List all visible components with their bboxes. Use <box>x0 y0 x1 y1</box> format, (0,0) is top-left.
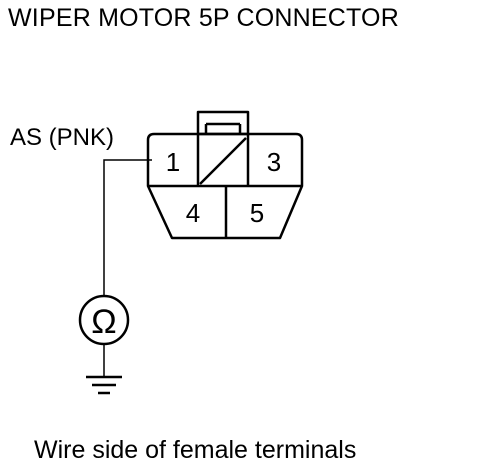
probe-wire <box>103 159 152 296</box>
ground-icon <box>86 375 122 395</box>
terminal-1-label: 1 <box>166 147 180 177</box>
wire-label: AS (PNK) <box>10 124 114 151</box>
connector <box>146 110 304 240</box>
connector-outline <box>146 132 304 240</box>
terminal-5-label: 5 <box>250 198 264 228</box>
ohmmeter-icon: Ω <box>78 294 130 346</box>
terminal-4-label: 4 <box>186 198 200 228</box>
terminal-3-label: 3 <box>267 147 281 177</box>
blank-terminal-slash <box>199 137 247 185</box>
diagram-caption: Wire side of female terminals <box>34 436 357 464</box>
ohm-symbol: Ω <box>91 303 116 341</box>
diagram-title: WIPER MOTOR 5P CONNECTOR <box>8 4 399 32</box>
